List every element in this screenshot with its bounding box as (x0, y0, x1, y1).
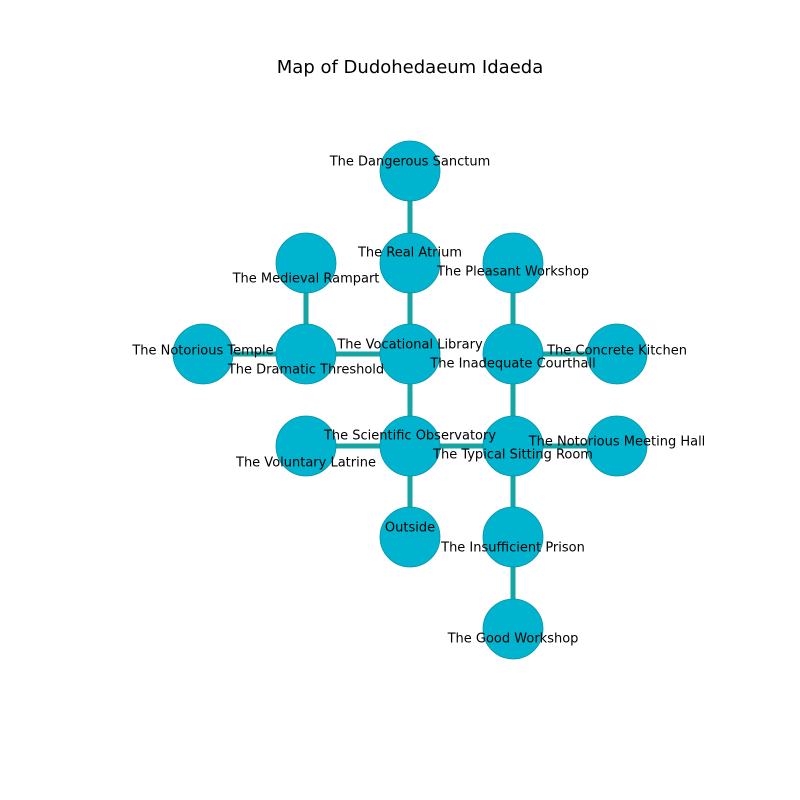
room-label-voluntary-latrine: The Voluntary Latrine (235, 456, 376, 471)
map-title: Map of Dudohedaeum Idaeda (277, 57, 543, 78)
room-node-notorious-temple (172, 323, 234, 385)
room-node-voluntary-latrine (275, 415, 337, 477)
room-label-good-workshop: The Good Workshop (447, 632, 579, 647)
room-label-real-atrium: The Real Atrium (357, 246, 462, 261)
room-label-typical-sitting-room: The Typical Sitting Room (432, 448, 593, 463)
rooms-layer (172, 140, 648, 660)
room-node-typical-sitting-room (482, 415, 544, 477)
room-node-real-atrium (379, 232, 441, 294)
room-node-outside (379, 506, 441, 568)
room-node-good-workshop (482, 598, 544, 660)
room-label-inadequate-courthall: The Inadequate Courthall (429, 357, 595, 372)
room-label-notorious-temple: The Notorious Temple (131, 344, 273, 359)
room-label-scientific-observatory: The Scientific Observatory (323, 429, 496, 444)
room-node-insufficient-prison (482, 506, 544, 568)
room-node-medieval-rampart (275, 232, 337, 294)
room-node-dramatic-threshold (275, 323, 337, 385)
room-node-inadequate-courthall (482, 323, 544, 385)
room-label-pleasant-workshop: The Pleasant Workshop (436, 265, 589, 280)
room-node-dangerous-sanctum (379, 140, 441, 202)
room-label-notorious-meeting-hall: The Notorious Meeting Hall (528, 435, 706, 450)
room-label-concrete-kitchen: The Concrete Kitchen (546, 344, 687, 359)
room-node-vocational-library (379, 323, 441, 385)
room-node-pleasant-workshop (482, 232, 544, 294)
room-label-insufficient-prison: The Insufficient Prison (440, 541, 585, 556)
room-node-concrete-kitchen (586, 323, 648, 385)
room-label-medieval-rampart: The Medieval Rampart (232, 272, 380, 287)
room-label-dangerous-sanctum: The Dangerous Sanctum (329, 155, 491, 170)
room-node-notorious-meeting-hall (586, 415, 648, 477)
room-node-scientific-observatory (379, 415, 441, 477)
room-label-dramatic-threshold: The Dramatic Threshold (227, 363, 384, 378)
room-label-outside: Outside (385, 521, 435, 536)
room-label-vocational-library: The Vocational Library (336, 338, 483, 353)
